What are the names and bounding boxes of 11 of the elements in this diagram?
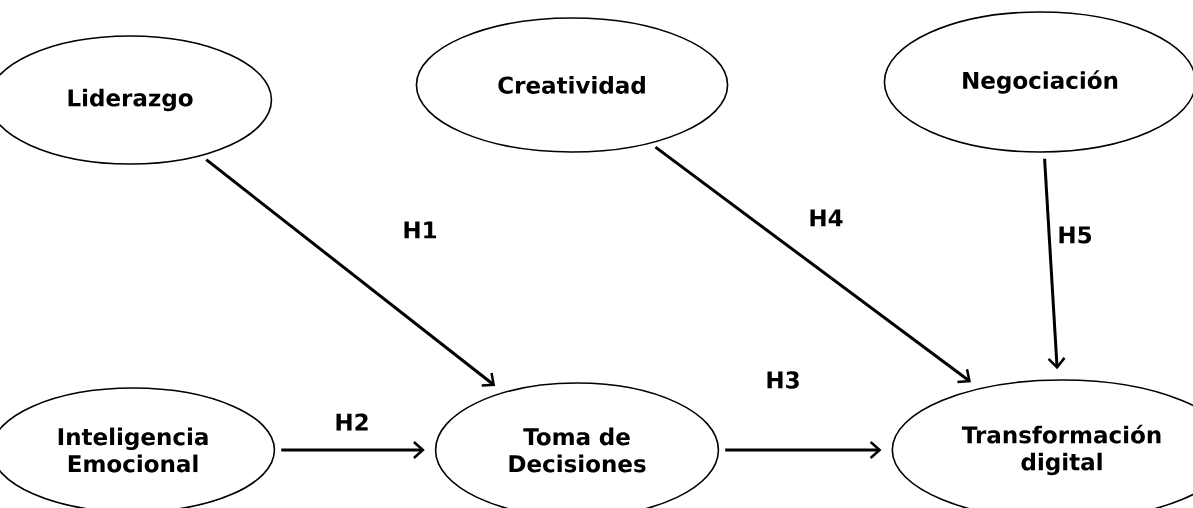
arrow [725, 441, 882, 459]
edge-label: H3 [763, 369, 803, 391]
edge-label: H2 [332, 411, 372, 433]
ellipse-node: Creatividad [415, 17, 729, 153]
arrow [281, 441, 425, 459]
arrow [1043, 158, 1066, 370]
edge-label: H5 [1055, 224, 1095, 246]
arrow [654, 145, 971, 384]
edge-label: H4 [806, 207, 846, 229]
arrow [205, 158, 496, 387]
edge-label: H1 [400, 219, 440, 241]
